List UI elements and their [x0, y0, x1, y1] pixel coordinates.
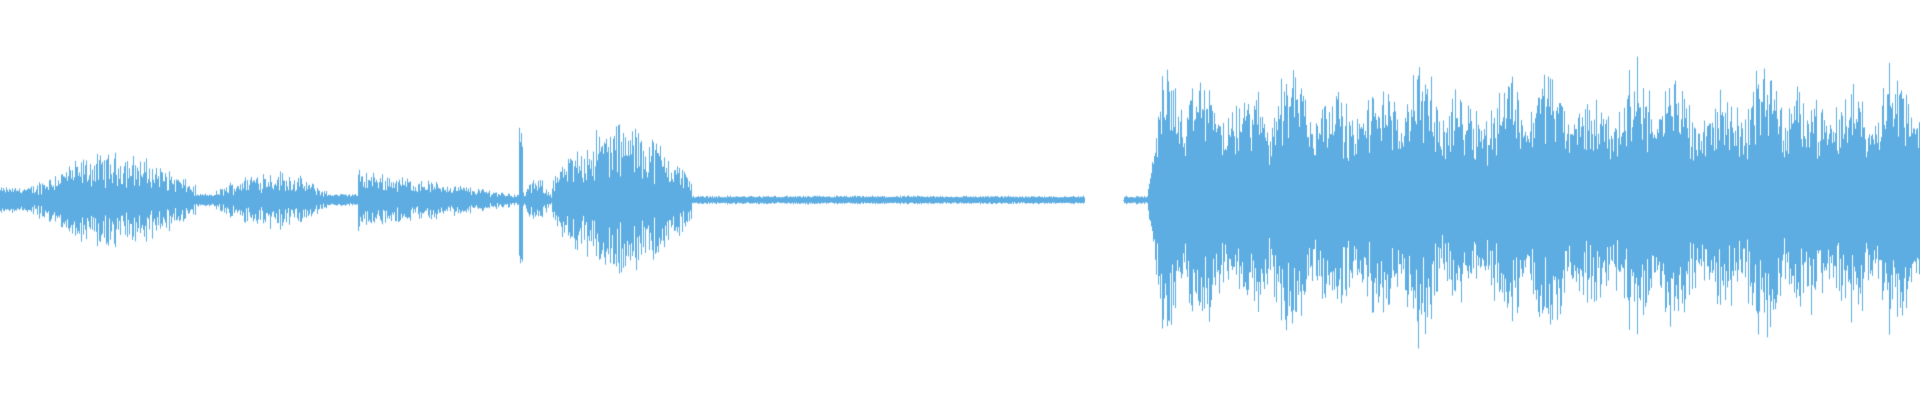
audio-waveform	[0, 0, 1920, 400]
